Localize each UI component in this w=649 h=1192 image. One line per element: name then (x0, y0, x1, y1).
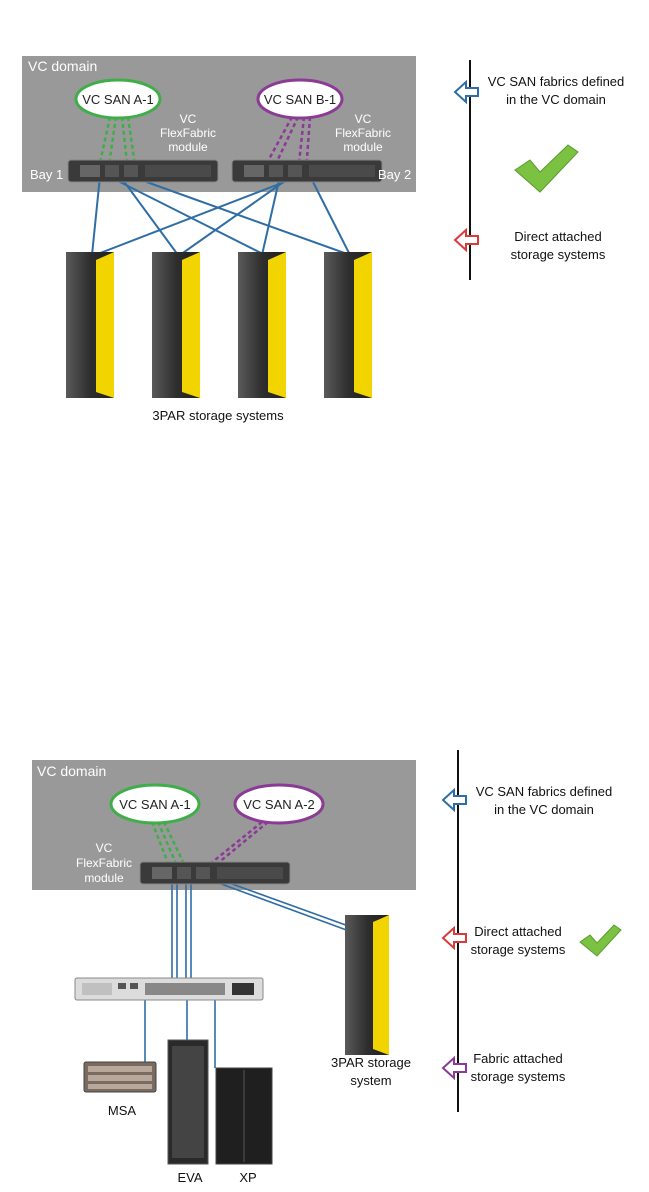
storage-cables (144, 875, 366, 1068)
diagram-1-svg: VC domain Bay 1 Bay 2 (22, 56, 625, 423)
flexfabric-module-bay2 (231, 159, 383, 183)
svg-text:system: system (350, 1073, 391, 1088)
svg-text:VC: VC (355, 112, 372, 126)
module-label-b: VC FlexFabric module (335, 112, 391, 154)
vc-domain-label: VC domain (37, 763, 106, 779)
legend-direct-line1: Direct attached (514, 229, 601, 244)
legend-fabric-att-line2: storage systems (471, 1069, 566, 1084)
legend-fabrics-line1: VC SAN fabrics defined (488, 74, 625, 89)
legend-fabrics-line2: in the VC domain (506, 92, 606, 107)
svg-text:VC SAN A-1: VC SAN A-1 (119, 797, 191, 812)
diagram-2: VC domain VC FlexFabric module VC SAN A-… (0, 750, 649, 1192)
cloud-vc-san-a1: VC SAN A-1 (74, 78, 162, 120)
arrow-red-icon (441, 925, 467, 951)
svg-text:3PAR storage: 3PAR storage (331, 1055, 411, 1070)
3par-storage-4 (324, 252, 372, 398)
svg-text:VC SAN A-2: VC SAN A-2 (243, 797, 315, 812)
fabric-a-links (96, 116, 138, 173)
check-icon (514, 144, 579, 193)
diagram-1: VC domain Bay 1 Bay 2 (0, 0, 649, 440)
svg-text:module: module (343, 140, 383, 154)
cloud-vc-san-a2: VC SAN A-2 (233, 783, 325, 825)
msa-storage (83, 1061, 157, 1093)
msa-label: MSA (108, 1103, 137, 1118)
storage-cables (91, 175, 351, 256)
arrow-blue-icon (453, 79, 479, 105)
3par-caption: 3PAR storage system (331, 1055, 411, 1088)
module-label: VC FlexFabric module (76, 841, 132, 885)
eva-storage (167, 1039, 209, 1165)
arrow-purple-icon (441, 1055, 467, 1081)
3par-storage-system (345, 915, 389, 1055)
3par-storage-2 (152, 252, 200, 398)
svg-text:VC SAN B-1: VC SAN B-1 (264, 92, 336, 107)
legend-direct-line1: Direct attached (474, 924, 561, 939)
svg-text:VC: VC (180, 112, 197, 126)
fabric-a-links (150, 821, 188, 869)
svg-text:FlexFabric: FlexFabric (76, 856, 132, 870)
vc-domain-label: VC domain (28, 58, 97, 74)
arrow-blue-icon (441, 787, 467, 813)
arrow-red-icon (453, 227, 479, 253)
module-label-a: VC FlexFabric module (160, 112, 216, 154)
bay-1-label: Bay 1 (30, 167, 63, 182)
svg-text:VC: VC (96, 841, 113, 855)
xp-label: XP (239, 1170, 256, 1185)
3par-storage-3 (238, 252, 286, 398)
eva-label: EVA (177, 1170, 202, 1185)
legend-direct-line2: storage systems (471, 942, 566, 957)
legend-fabrics-line2: in the VC domain (494, 802, 594, 817)
xp-storage (215, 1067, 273, 1165)
3par-storage-1 (66, 252, 114, 398)
storage-caption: 3PAR storage systems (152, 408, 284, 423)
fabric-b-links (204, 821, 269, 869)
svg-text:FlexFabric: FlexFabric (335, 126, 391, 140)
diagram-2-svg: VC domain VC FlexFabric module VC SAN A-… (32, 750, 622, 1185)
legend-fabric-att-line1: Fabric attached (473, 1051, 563, 1066)
flexfabric-module-bay1 (67, 159, 219, 183)
svg-text:VC SAN A-1: VC SAN A-1 (82, 92, 154, 107)
legend-direct-line2: storage systems (511, 247, 606, 262)
svg-text:module: module (168, 140, 208, 154)
svg-text:FlexFabric: FlexFabric (160, 126, 216, 140)
legend-fabrics-line1: VC SAN fabrics defined (476, 784, 613, 799)
cloud-vc-san-b1: VC SAN B-1 (256, 78, 344, 120)
svg-text:module: module (84, 871, 124, 885)
cloud-vc-san-a1: VC SAN A-1 (109, 783, 201, 825)
san-switch (74, 977, 264, 1001)
check-icon (579, 924, 622, 957)
flexfabric-module (139, 861, 291, 885)
bay-2-label: Bay 2 (378, 167, 411, 182)
